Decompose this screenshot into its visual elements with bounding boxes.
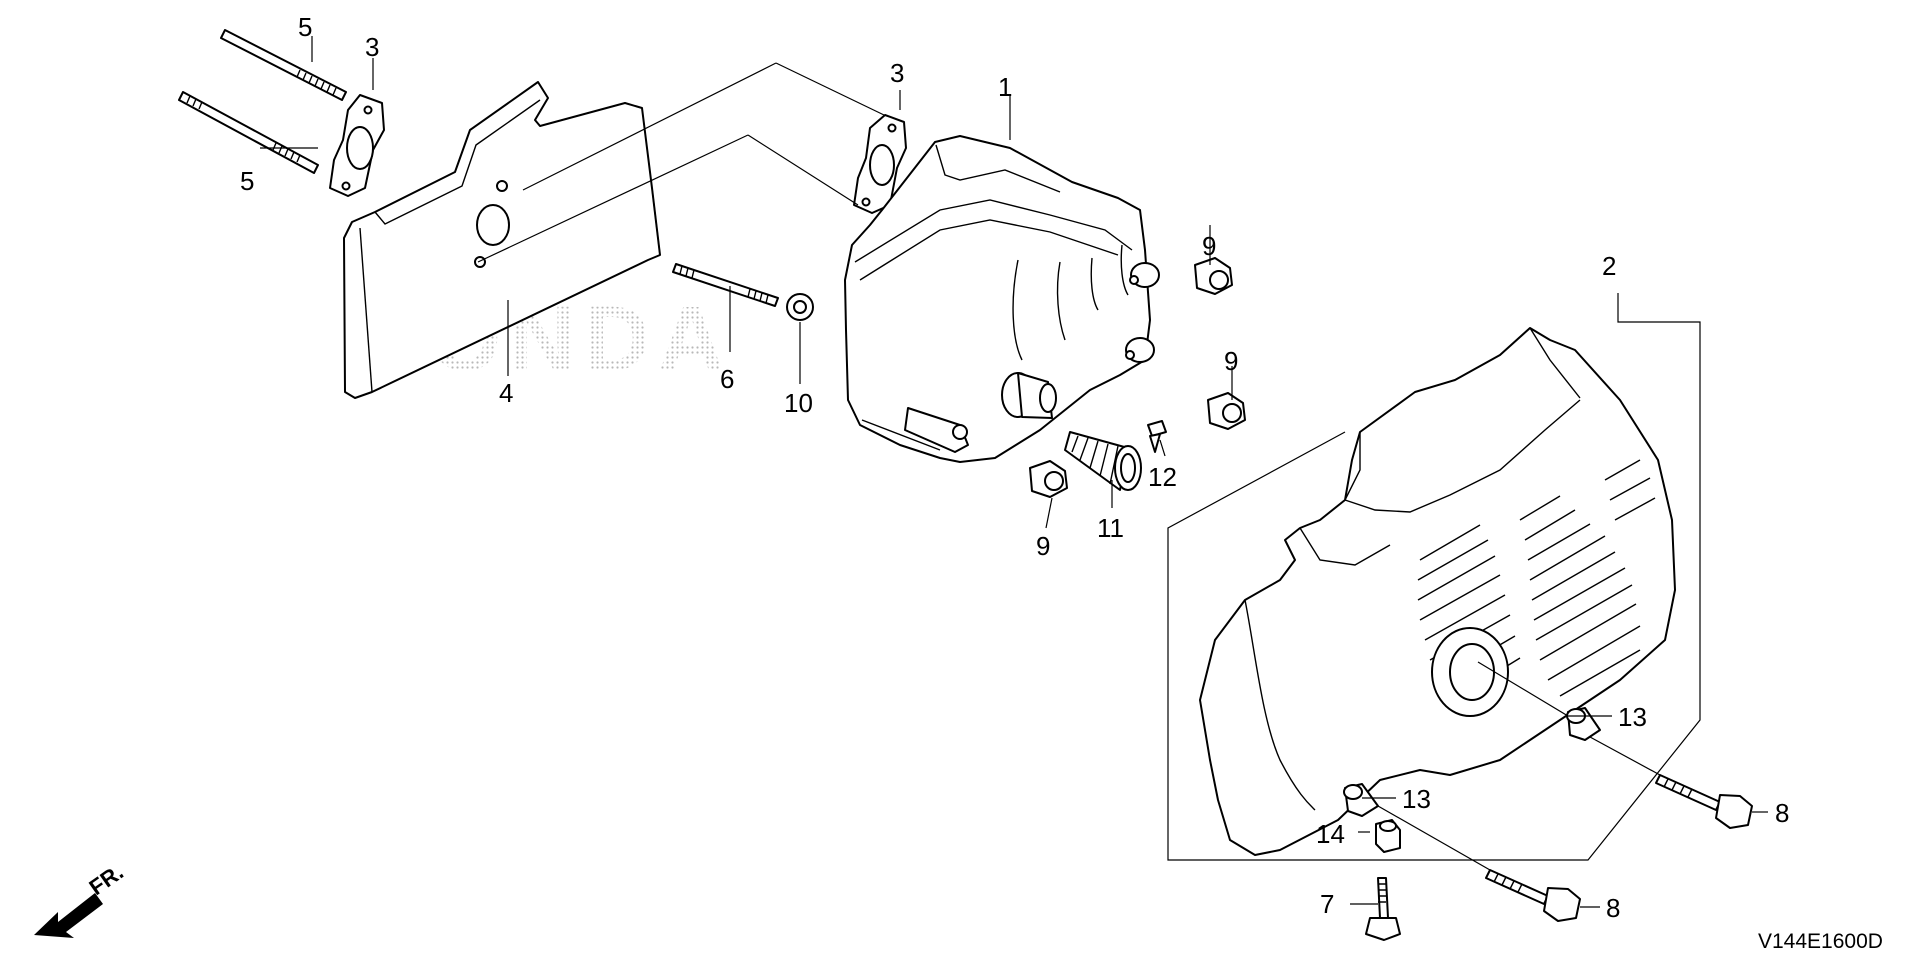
callout-10: 10 [784,388,813,418]
muffler-protector-part-2 [1199,327,1676,856]
muffler-part-1 [844,135,1160,463]
front-direction-label: FR. [85,859,128,900]
callout-3-left: 3 [365,32,379,62]
spark-arrester-part-11 [1064,431,1142,491]
callout-13-upper: 13 [1618,702,1647,732]
callout-3-right: 3 [890,58,904,88]
callout-14: 14 [1316,819,1345,849]
collar-part-13-lower [1343,783,1379,817]
callout-1: 1 [998,72,1012,102]
callout-6: 6 [720,364,734,394]
callout-11: 11 [1097,513,1124,543]
callout-13-lower: 13 [1402,784,1431,814]
callout-5-lower: 5 [240,166,254,196]
flange-bolt-part-8-upper [1655,774,1753,829]
callout-12: 12 [1148,462,1177,492]
washer-part-10 [786,293,814,321]
diagram-code: V144E1600D [1758,930,1883,953]
nut-part-14 [1375,819,1401,853]
front-direction-arrow [34,893,103,938]
flange-nut-part-9-middle [1207,392,1246,430]
gasket-part-3-left [329,94,385,197]
flange-nut-part-9-upper [1194,257,1233,295]
collar-part-13-upper [1566,707,1601,741]
callout-9-upper: 9 [1202,231,1216,261]
callout-2: 2 [1602,251,1616,281]
callout-8-lower: 8 [1606,893,1620,923]
flange-nut-part-9-lower [1029,460,1068,498]
callout-4: 4 [499,378,513,408]
callout-9-middle: 9 [1224,346,1238,376]
tapping-screw-part-12 [1147,420,1167,453]
flange-bolt-part-8-lower [1485,869,1581,922]
callout-8-upper: 8 [1775,798,1789,828]
gasket-part-3-right [853,114,907,214]
callout-9-lower: 9 [1036,531,1050,561]
leader-lines [260,36,1768,908]
callout-5-upper: 5 [298,12,312,42]
stud-part-6 [672,263,779,307]
stud-bolt-part-5-lower [178,91,319,174]
stud-bolt-part-5-upper [220,29,347,101]
bolt-part-7 [1365,877,1401,941]
callout-7: 7 [1320,889,1334,919]
